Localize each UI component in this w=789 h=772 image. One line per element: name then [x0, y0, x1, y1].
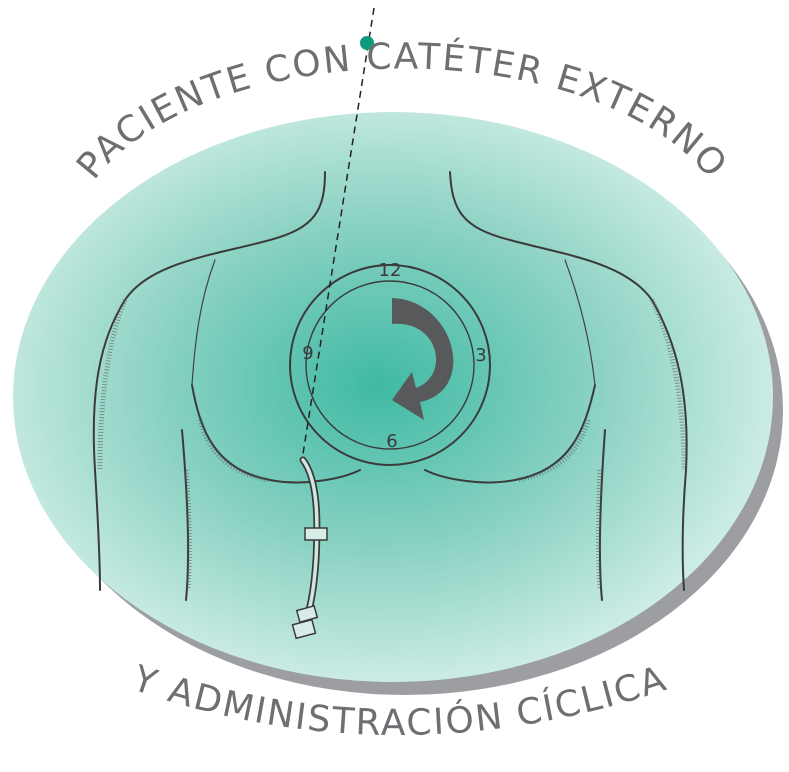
clock-label-9: 9: [302, 343, 313, 364]
clock-label-6: 6: [386, 431, 397, 452]
teal-oval: [13, 112, 773, 682]
catheter-tube: [291, 456, 328, 640]
clock-label-12: 12: [379, 260, 402, 281]
marker-dot: [360, 36, 374, 50]
dashed-guide-line: [301, 7, 375, 461]
clock-label-3: 3: [475, 345, 486, 366]
clock-face: 12 3 6 9: [289, 260, 491, 466]
torso-outline: [92, 171, 688, 601]
clockwise-arrow-icon: [392, 298, 454, 420]
